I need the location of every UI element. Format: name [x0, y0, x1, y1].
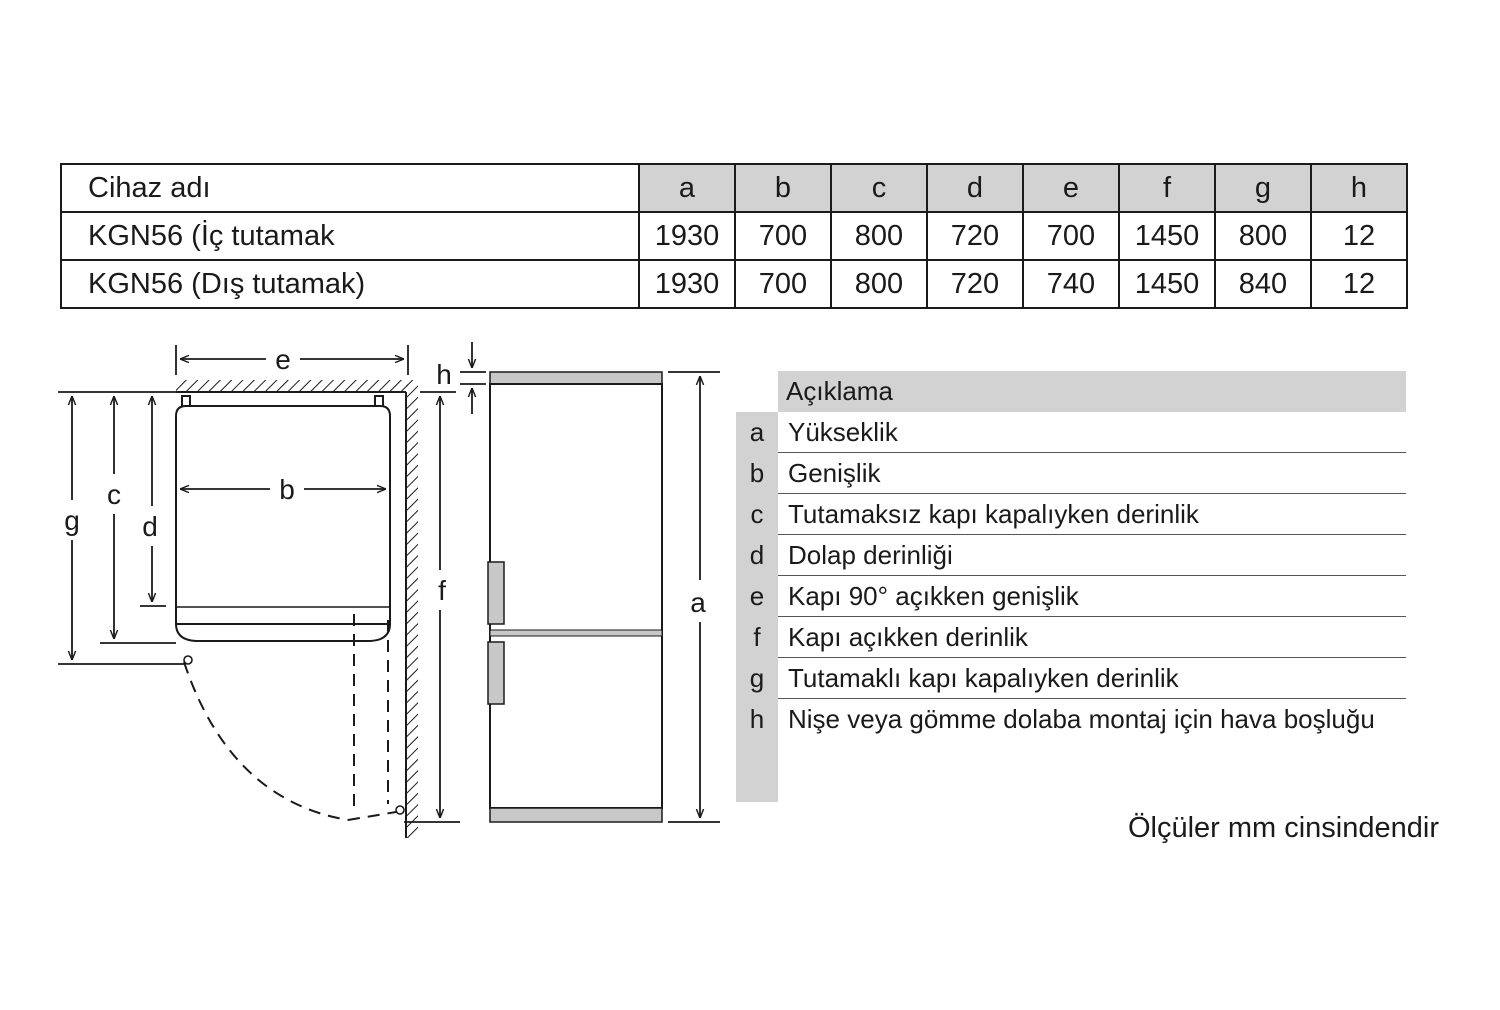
legend-item: b Genişlik — [736, 453, 1406, 494]
legend-key: a — [736, 412, 778, 453]
device-name-header: Cihaz adı — [60, 163, 640, 213]
legend-text: Genişlik — [788, 458, 881, 488]
device-name-cell: KGN56 (İç tutamak — [60, 211, 640, 261]
legend-item: f Kapı açıkken derinlik — [736, 617, 1406, 658]
legend-text: Dolap derinliği — [788, 540, 953, 570]
wall-hatching — [176, 380, 418, 838]
value-cell: 800 — [830, 259, 928, 309]
legend: Açıklama a Yükseklik b Genişlik c Tutama… — [736, 371, 1406, 802]
label-a: a — [690, 587, 706, 618]
header-key-c: c — [830, 163, 928, 213]
header-key-g: g — [1214, 163, 1312, 213]
divider — [778, 698, 1406, 699]
value-cell: 12 — [1310, 211, 1408, 261]
legend-item: h Nişe veya gömme dolaba montaj için hav… — [736, 699, 1406, 740]
legend-text: Nişe veya gömme dolaba montaj için hava … — [788, 704, 1375, 734]
legend-text: Kapı 90° açıkken genişlik — [788, 581, 1079, 611]
label-f: f — [438, 575, 446, 606]
legend-text: Yükseklik — [788, 417, 898, 447]
value-cell: 840 — [1214, 259, 1312, 309]
legend-item: c Tutamaksız kapı kapalıyken derinlik — [736, 494, 1406, 535]
value-cell: 12 — [1310, 259, 1408, 309]
header-key-h: h — [1310, 163, 1408, 213]
legend-key-column-tail — [736, 740, 778, 802]
device-name-cell: KGN56 (Dış tutamak) — [60, 259, 640, 309]
legend-key: b — [736, 453, 778, 494]
dimension-lines — [58, 342, 720, 823]
divider — [778, 534, 1406, 535]
label-g: g — [64, 505, 80, 536]
table-row: KGN56 (Dış tutamak) 1930 700 800 720 740… — [60, 259, 1408, 309]
value-cell: 720 — [926, 211, 1024, 261]
legend-title: Açıklama — [778, 371, 1406, 412]
value-cell: 1450 — [1118, 259, 1216, 309]
header-key-f: f — [1118, 163, 1216, 213]
value-cell: 700 — [1022, 211, 1120, 261]
legend-text: Tutamaksız kapı kapalıyken derinlik — [788, 499, 1199, 529]
legend-key: g — [736, 658, 778, 699]
lower-handle — [487, 641, 505, 705]
value-cell: 800 — [830, 211, 928, 261]
legend-key: f — [736, 617, 778, 658]
value-cell: 700 — [734, 211, 832, 261]
fridge-top-view — [175, 395, 405, 815]
legend-item: e Kapı 90° açıkken genişlik — [736, 576, 1406, 617]
legend-item: d Dolap derinliği — [736, 535, 1406, 576]
legend-key: d — [736, 535, 778, 576]
door-swing-dashed — [183, 614, 397, 821]
legend-item: g Tutamaklı kapı kapalıyken derinlik — [736, 658, 1406, 699]
label-c: c — [107, 479, 121, 510]
header-key-b: b — [734, 163, 832, 213]
upper-handle — [487, 561, 505, 625]
value-cell: 1930 — [638, 259, 736, 309]
legend-text: Kapı açıkken derinlik — [788, 622, 1028, 652]
value-cell: 740 — [1022, 259, 1120, 309]
divider — [778, 452, 1406, 453]
value-cell: 800 — [1214, 211, 1312, 261]
divider — [778, 493, 1406, 494]
value-cell: 1930 — [638, 211, 736, 261]
divider — [778, 657, 1406, 658]
legend-text: Tutamaklı kapı kapalıyken derinlik — [788, 663, 1179, 693]
value-cell: 720 — [926, 259, 1024, 309]
divider — [778, 616, 1406, 617]
value-cell: 700 — [734, 259, 832, 309]
dimensions-table: Cihaz adı a b c d e f g h KGN56 (İç tuta… — [60, 163, 1408, 309]
divider — [778, 575, 1406, 576]
label-b: b — [279, 474, 295, 505]
fridge-front-view — [487, 371, 663, 823]
header-key-d: d — [926, 163, 1024, 213]
table-row: KGN56 (İç tutamak 1930 700 800 720 700 1… — [60, 211, 1408, 261]
label-e: e — [275, 344, 291, 375]
header-key-e: e — [1022, 163, 1120, 213]
header-key-a: a — [638, 163, 736, 213]
legend-key: h — [736, 699, 778, 740]
units-note: Ölçüler mm cinsindendir — [1127, 812, 1439, 844]
value-cell: 1450 — [1118, 211, 1216, 261]
label-h: h — [436, 359, 452, 390]
legend-key: e — [736, 576, 778, 617]
label-d: d — [142, 511, 158, 542]
legend-item: a Yükseklik — [736, 412, 1406, 453]
legend-key: c — [736, 494, 778, 535]
table-header-row: Cihaz adı a b c d e f g h — [60, 163, 1408, 213]
